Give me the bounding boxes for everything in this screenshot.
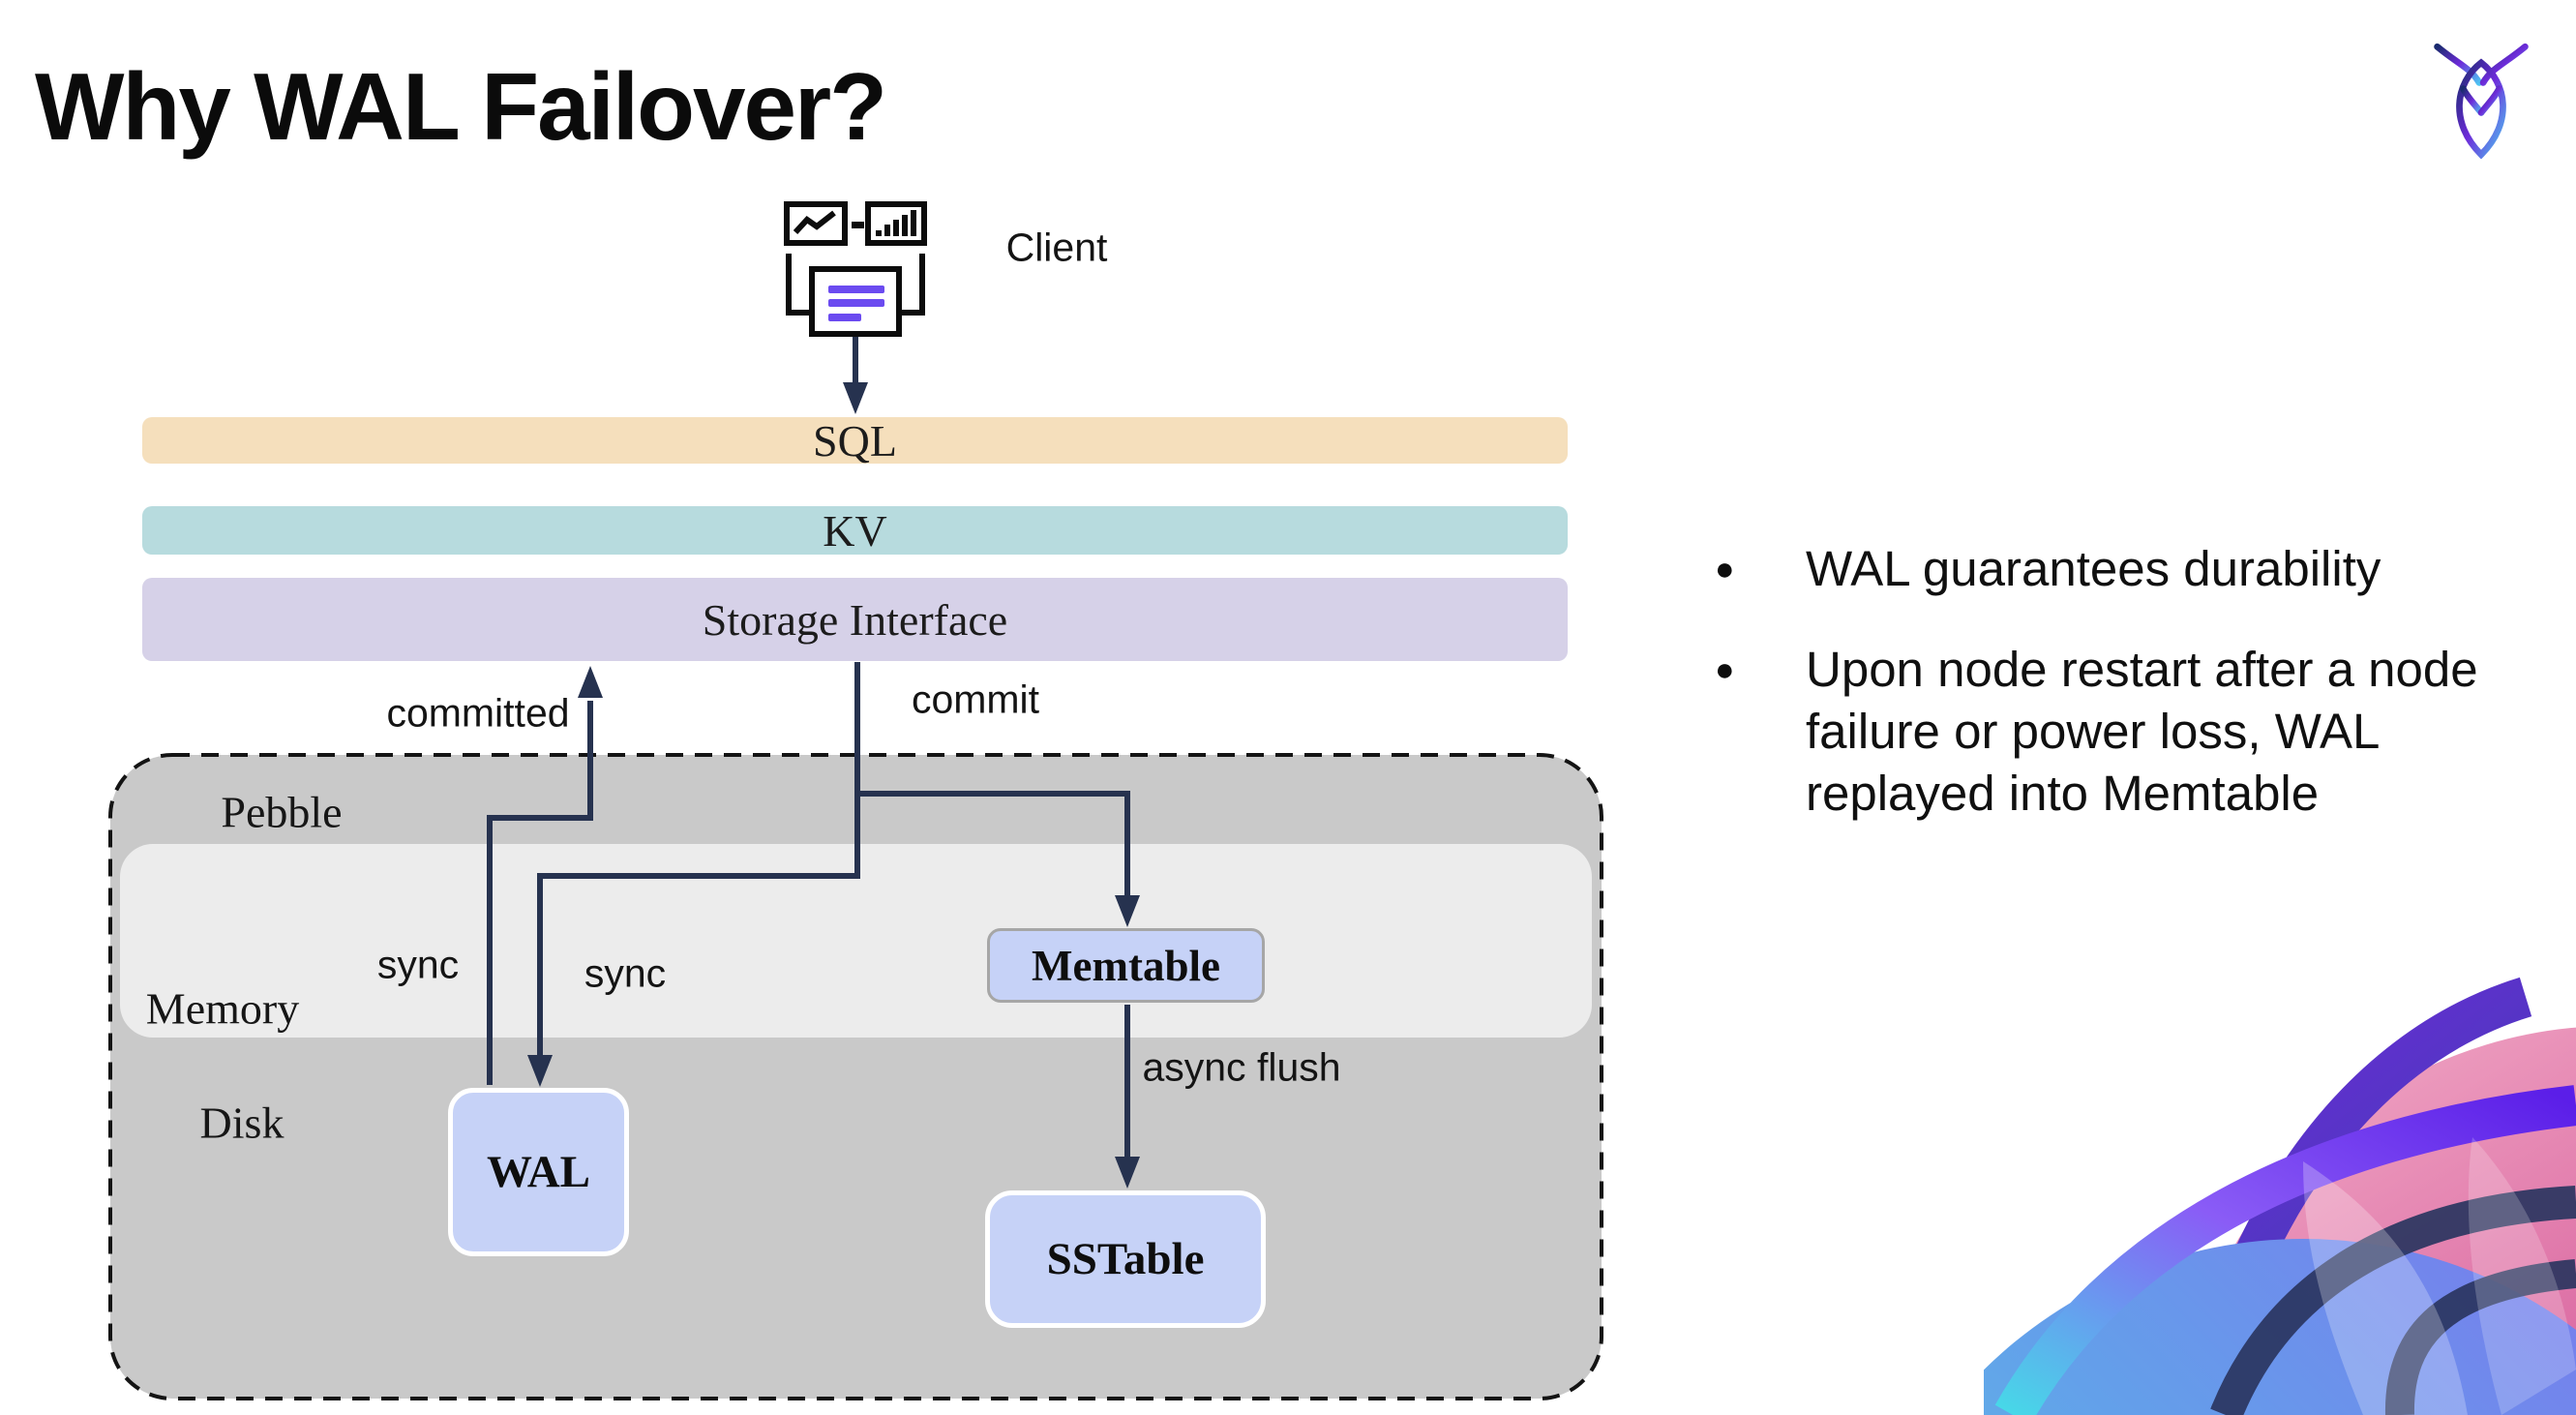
client-label: Client [1005, 225, 1108, 270]
layer-storage-label: Storage Interface [702, 594, 1008, 645]
disk-zone-label: Disk [199, 1098, 285, 1148]
edge-label-sync-right: sync [584, 950, 667, 996]
list-item: ● WAL guarantees durability [1715, 538, 2566, 600]
bullet-text: WAL guarantees durability [1806, 541, 2381, 596]
text-line [828, 286, 884, 293]
right-bracket-icon [902, 254, 925, 316]
edge-label-sync-left: sync [376, 942, 460, 987]
bullet-marker-icon: ● [1715, 551, 1735, 587]
corner-purple-band-left [1994, 1085, 2576, 1415]
edge-label-commit: commit [911, 677, 1040, 722]
corner-highlight-leaf-2 [2468, 1137, 2576, 1415]
node-wal: WAL [448, 1088, 629, 1256]
corner-highlight-leaf-1 [2303, 1161, 2468, 1415]
edge-label-committed: committed [386, 690, 570, 736]
node-memtable-label: Memtable [1032, 941, 1220, 990]
edge-label-async-flush: async flush [1142, 1044, 1341, 1090]
client-icon [782, 198, 929, 337]
layer-sql: SQL [142, 415, 1568, 466]
node-memtable: Memtable [987, 928, 1265, 1003]
document-icon [809, 266, 902, 337]
node-sstable-label: SSTable [1046, 1234, 1205, 1284]
corner-dark-arc-2 [2384, 1259, 2576, 1415]
pebble-label: Pebble [221, 787, 343, 837]
node-sstable: SSTable [985, 1190, 1266, 1328]
layer-kv: KV [142, 505, 1568, 556]
page-title: Why WAL Failover? [35, 53, 887, 160]
cockroachdb-logo-icon [2434, 43, 2529, 160]
corner-graphic [1984, 977, 2576, 1415]
layer-storage-interface: Storage Interface [142, 578, 1568, 661]
text-line [828, 299, 884, 307]
memory-zone [120, 844, 1592, 1038]
bullet-text: Upon node restart after a node failure o… [1806, 642, 2478, 821]
layer-kv-label: KV [823, 505, 887, 556]
memory-zone-label: Memory [145, 983, 300, 1034]
text-line [828, 314, 861, 321]
node-wal-label: WAL [486, 1147, 591, 1197]
list-item: ● Upon node restart after a node failure… [1715, 639, 2566, 825]
line-chart-icon [784, 201, 848, 246]
arrowhead-up-storage [578, 666, 603, 698]
layer-sql-label: SQL [813, 415, 897, 466]
left-bracket-icon [786, 254, 809, 316]
bullet-list: ● WAL guarantees durability ● Upon node … [1715, 538, 2566, 825]
bullet-marker-icon: ● [1715, 651, 1735, 688]
arrowhead-down-sql [843, 382, 868, 414]
bar-chart-icon [865, 201, 927, 246]
dash-connector-icon [852, 222, 864, 228]
corner-dark-arc-1 [2210, 1186, 2576, 1415]
